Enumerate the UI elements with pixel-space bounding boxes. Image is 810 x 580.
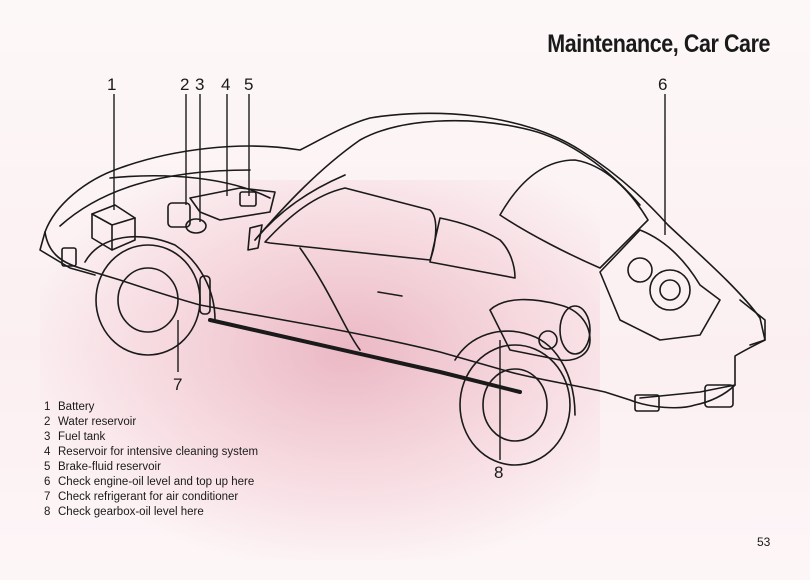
callout-5: 5 <box>244 75 253 94</box>
legend: 1 Battery 2 Water reservoir 3 Fuel tank … <box>44 400 258 520</box>
front-light <box>61 247 77 267</box>
legend-text: Brake-fluid reservoir <box>58 461 161 473</box>
legend-item: 7 Check refrigerant for air conditioner <box>44 490 258 505</box>
callout-4: 4 <box>221 75 230 94</box>
callout-2: 2 <box>180 75 189 94</box>
legend-item: 3 Fuel tank <box>44 430 258 445</box>
legend-text: Check engine-oil level and top up here <box>58 476 255 488</box>
engine-component <box>649 269 691 311</box>
legend-item: 6 Check engine-oil level and top up here <box>44 475 258 490</box>
page-number: 53 <box>757 535 771 549</box>
legend-text: Reservoir for intensive cleaning system <box>58 446 259 458</box>
rear-wheel-hub <box>482 368 548 442</box>
water-reservoir <box>167 202 191 228</box>
roof-line <box>254 119 641 241</box>
legend-item: 2 Water reservoir <box>44 415 258 430</box>
legend-number: 7 <box>44 491 51 503</box>
legend-text: Check gearbox-oil level here <box>58 506 204 518</box>
rear-side-window <box>429 217 516 279</box>
page-title: Maintenance, Car Care <box>547 30 770 58</box>
door-handle <box>377 291 403 297</box>
front-compartment <box>189 187 276 221</box>
legend-number: 8 <box>44 506 51 518</box>
rear-wheel <box>459 344 571 466</box>
callout-8: 8 <box>494 463 503 482</box>
side-window <box>264 187 437 261</box>
car-body-outline <box>44 112 766 409</box>
brake-fluid-reservoir <box>239 191 257 207</box>
windshield <box>254 174 346 241</box>
legend-number: 2 <box>44 416 51 428</box>
engine-bay <box>599 229 721 341</box>
gearbox-plug <box>538 330 558 350</box>
legend-text: Water reservoir <box>58 416 137 428</box>
rear-light <box>634 394 660 412</box>
gearbox <box>489 298 591 362</box>
legend-item: 1 Battery <box>44 400 258 415</box>
legend-number: 5 <box>44 461 51 473</box>
legend-item: 5 Brake-fluid reservoir <box>44 460 258 475</box>
callout-1: 1 <box>107 75 116 94</box>
legend-number: 6 <box>44 476 51 488</box>
callout-6: 6 <box>658 75 667 94</box>
rear-fender <box>454 330 576 416</box>
refrigerant-sight-glass <box>199 275 211 315</box>
legend-number: 3 <box>44 431 51 443</box>
legend-number: 1 <box>44 401 51 413</box>
fuel-filler <box>185 218 207 234</box>
legend-number: 4 <box>44 446 51 458</box>
hood-line <box>59 169 251 227</box>
legend-text: Fuel tank <box>58 431 106 443</box>
callout-3: 3 <box>195 75 204 94</box>
legend-item: 4 Reservoir for intensive cleaning syste… <box>44 445 258 460</box>
rear-window <box>499 159 649 269</box>
exhaust <box>704 384 734 408</box>
legend-item: 8 Check gearbox-oil level here <box>44 505 258 520</box>
legend-text: Battery <box>58 401 95 413</box>
side-mirror <box>247 224 263 251</box>
rear-deck <box>739 299 766 346</box>
front-wheel-hub <box>117 267 179 333</box>
door-line <box>299 247 361 351</box>
hood-crease <box>109 174 271 199</box>
front-bumper <box>39 231 96 276</box>
side-stripe <box>208 318 522 394</box>
rear-bumper <box>639 384 736 399</box>
legend-text: Check refrigerant for air conditioner <box>58 491 239 503</box>
battery <box>91 204 136 251</box>
callout-7: 7 <box>173 375 182 394</box>
